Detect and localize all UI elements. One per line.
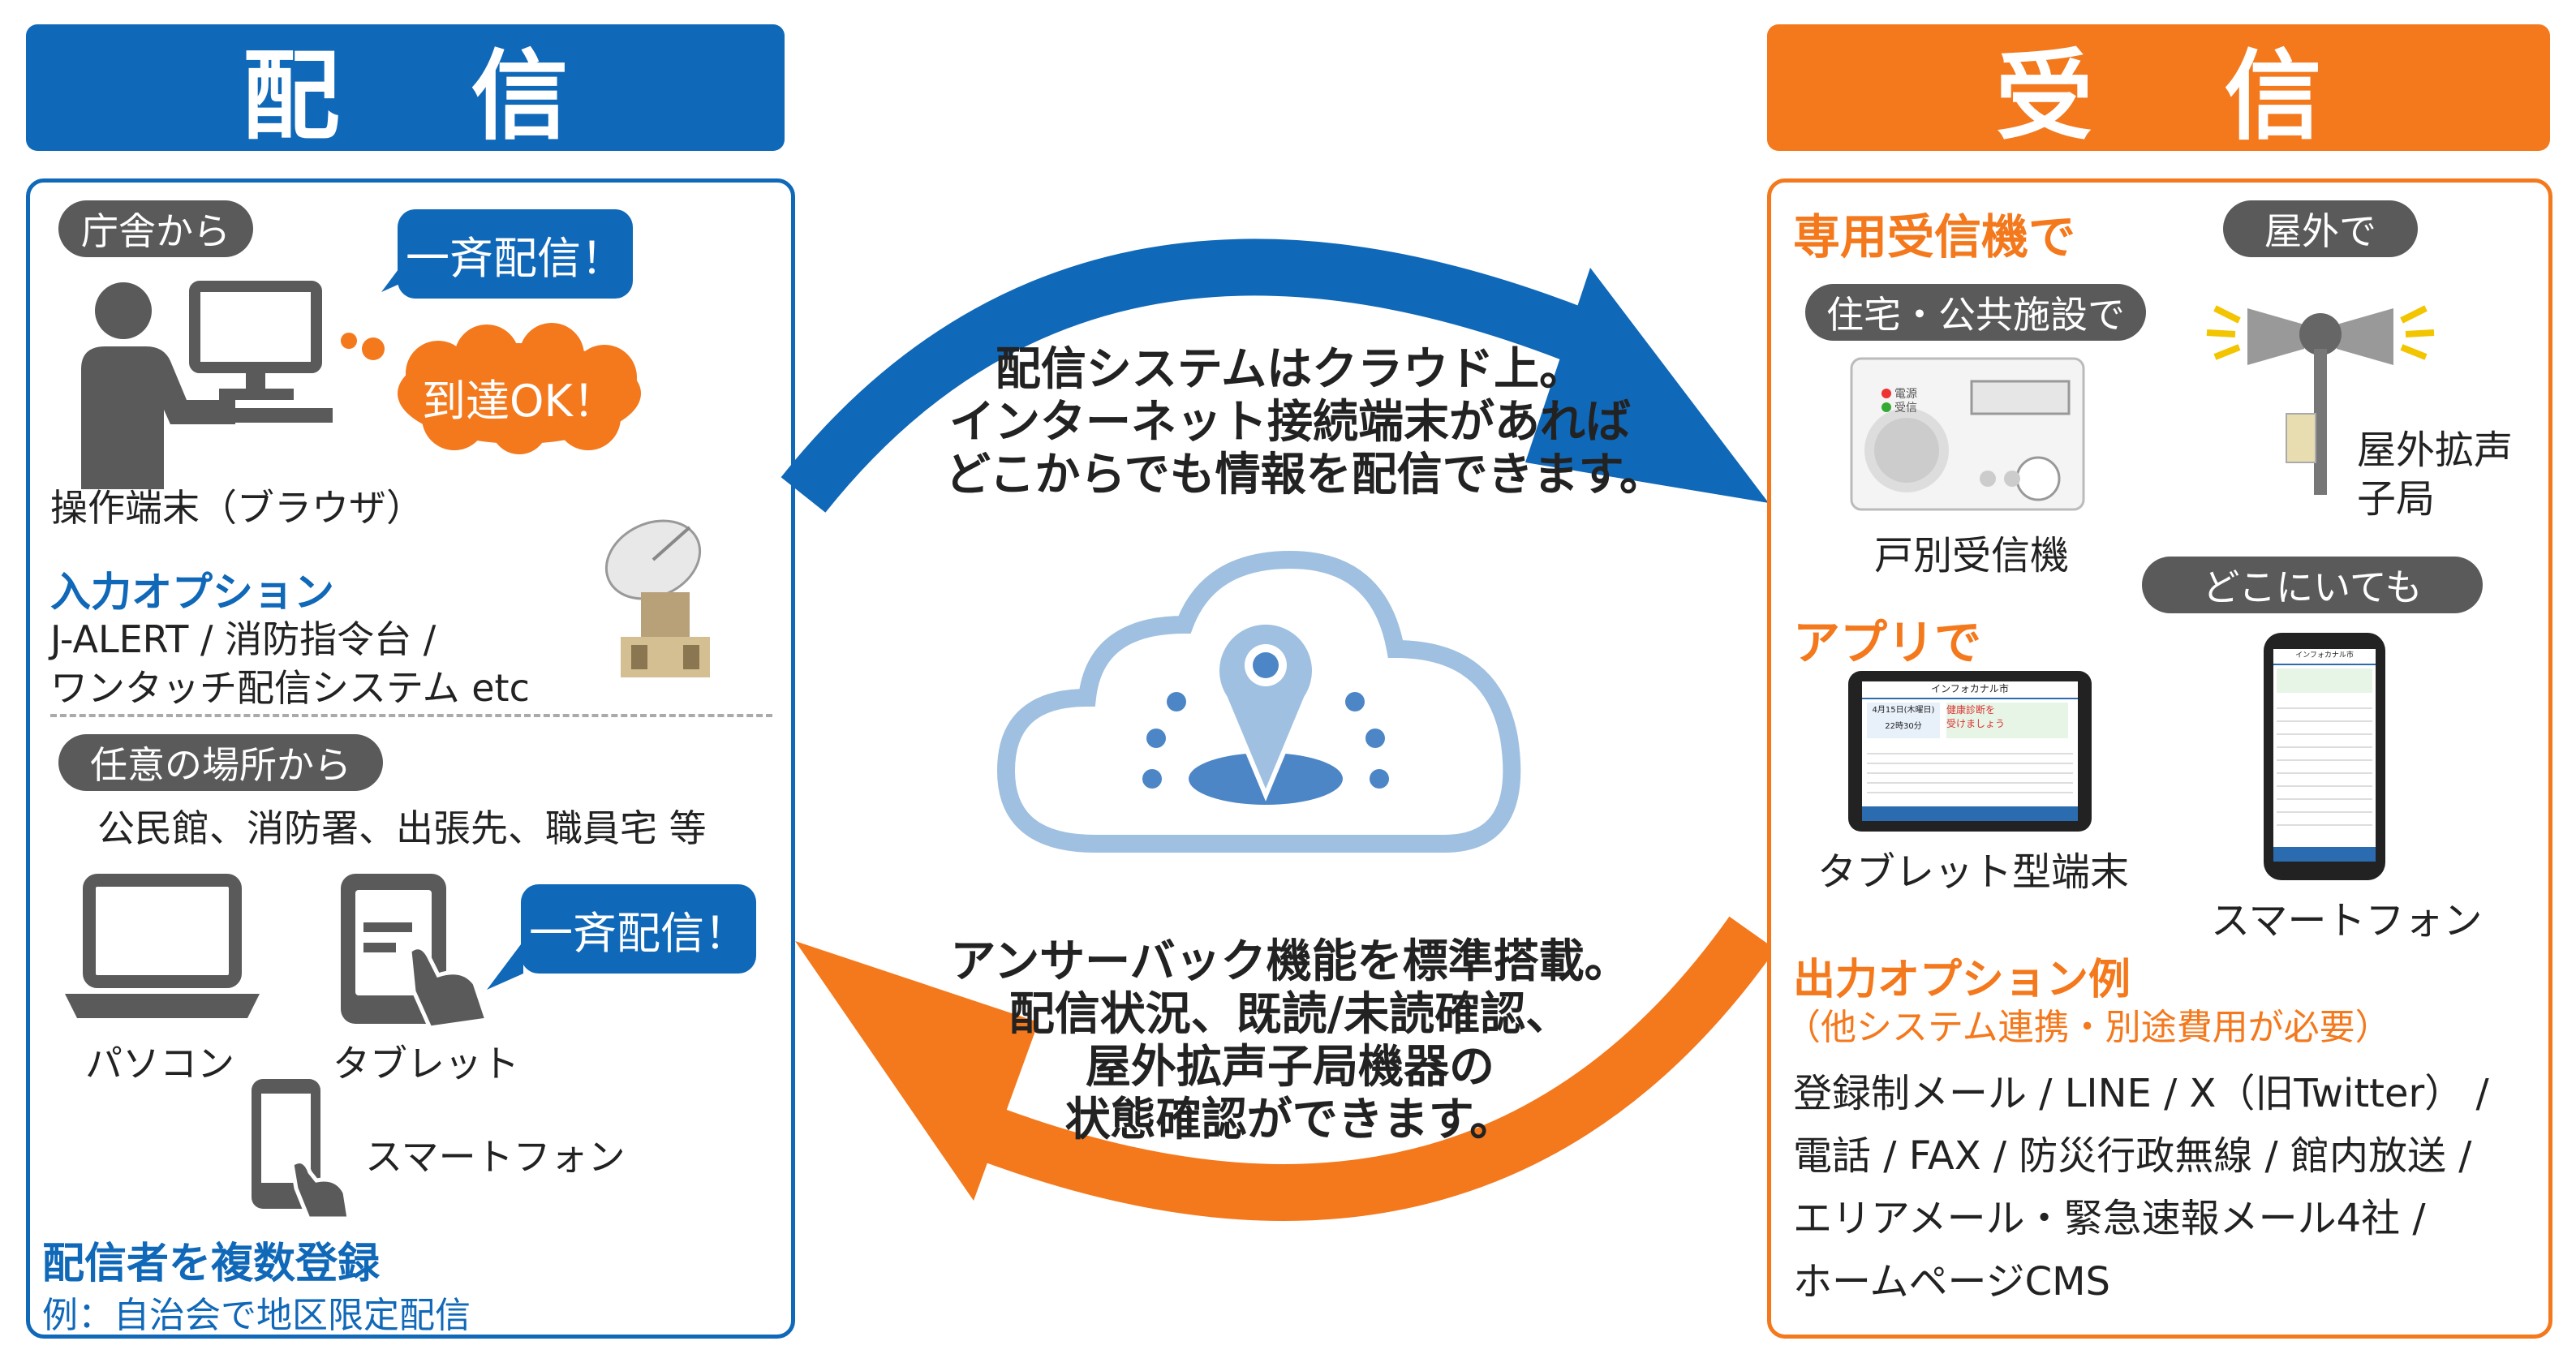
center-top-line1: 配信システムはクラウド上。 bbox=[995, 343, 1585, 396]
send-header-text: 配 信 bbox=[242, 41, 617, 153]
app-tablet-header: インフォカナル市 bbox=[1862, 681, 2078, 699]
app-phone-label: スマートフォン bbox=[2211, 898, 2483, 944]
app-tablet-footer bbox=[1862, 806, 2078, 821]
thought-dots bbox=[341, 333, 385, 360]
output-line2: 電話 / FAX / 防災行政無線 / 館内放送 / bbox=[1793, 1133, 2472, 1179]
app-phone-screen: インフォカナル市 bbox=[2273, 649, 2376, 862]
multi-register-sub: 例：自治会で地区限定配信 bbox=[42, 1295, 471, 1336]
center-top-line3: どこからでも情報を配信できます。 bbox=[945, 449, 1666, 501]
laptop-icon bbox=[65, 874, 260, 1018]
app-phone-list bbox=[2277, 696, 2372, 834]
smartphone-icon-left bbox=[252, 1079, 351, 1221]
output-title: 出力オプション例 bbox=[1793, 956, 2131, 1004]
send-header: 配 信 bbox=[26, 24, 785, 153]
output-line4: ホームページCMS bbox=[1793, 1259, 2110, 1305]
tablet-label-left: タブレット bbox=[333, 1042, 519, 1085]
app-title: アプリで bbox=[1793, 615, 1982, 670]
office-pill: 庁舎から bbox=[58, 200, 253, 257]
receiver-label: 戸別受信機 bbox=[1874, 533, 2070, 578]
app-tablet-screen: インフォカナル市 4月15日(木曜日) 22時30分 健康診断を 受けましょう bbox=[1862, 681, 2078, 821]
app-phone-footer bbox=[2273, 847, 2376, 862]
operator-icon bbox=[81, 281, 333, 489]
receiver-device-icon bbox=[1850, 357, 2085, 511]
top-arrow bbox=[781, 239, 1769, 513]
app-phone-header: インフォカナル市 bbox=[2273, 649, 2376, 665]
bubble-tail-send2 bbox=[487, 941, 523, 990]
app-tablet-notice-text: 健康診断を bbox=[1946, 704, 1996, 716]
outdoor-pill: 屋外で bbox=[2223, 200, 2418, 257]
bubble-send2: 一斉配信！ bbox=[521, 884, 756, 974]
center-bottom-line4: 状態確認ができます。 bbox=[1064, 1094, 1516, 1146]
outdoor-speaker-icon bbox=[2206, 305, 2435, 495]
receiver-power: 電源 bbox=[1894, 388, 1917, 401]
center-bottom-line3: 屋外拡声子局機器の bbox=[1086, 1041, 1494, 1094]
cloud-icon bbox=[996, 550, 1521, 853]
app-tablet-notice-text2: 受けましょう bbox=[1946, 718, 2006, 729]
bubble-send1: 一斉配信！ bbox=[398, 209, 633, 299]
receiver-recv: 受信 bbox=[1894, 402, 1917, 415]
bubble-ok-text: 到達OK！ bbox=[422, 376, 617, 427]
dedicated-title: 専用受信機で bbox=[1793, 209, 2076, 264]
receive-header: 受 信 bbox=[1767, 24, 2550, 153]
bottom-arrow bbox=[795, 916, 1776, 1221]
bubble-ok-cloud bbox=[398, 323, 641, 454]
app-tablet-time: 22時30分 bbox=[1885, 722, 1922, 731]
tablet-icon bbox=[341, 874, 490, 1030]
satellite-dish-icon bbox=[604, 519, 710, 677]
anywhere-pill-right: どこにいても bbox=[2142, 557, 2483, 613]
left-divider bbox=[50, 714, 772, 717]
anywhere-pill-left: 任意の場所から bbox=[58, 734, 383, 791]
app-tablet-date-box: 4月15日(木曜日) 22時30分 bbox=[1867, 703, 1940, 738]
input-option-line2: ワンタッチ配信システム etc bbox=[50, 666, 530, 710]
app-tablet-list bbox=[1867, 745, 2073, 802]
pc-label: パソコン bbox=[85, 1042, 234, 1085]
home-pill: 住宅・公共施設で bbox=[1805, 284, 2146, 341]
app-tablet-notice: 健康診断を 受けましょう bbox=[1946, 703, 2068, 738]
app-phone-notice bbox=[2277, 668, 2372, 693]
output-sub: （他システム連携・別途費用が必要） bbox=[1785, 1007, 2391, 1048]
input-option-line1: J-ALERT / 消防指令台 / bbox=[50, 617, 437, 661]
app-tablet-label: タブレット型端末 bbox=[1817, 849, 2130, 895]
center-bottom-line2: 配信状況、既読/未読確認、 bbox=[1008, 988, 1572, 1041]
operator-label: 操作端末（ブラウザ） bbox=[50, 486, 424, 530]
output-line1: 登録制メール / LINE / X（旧Twitter） / bbox=[1793, 1071, 2489, 1116]
speaker-label1: 屋外拡声 bbox=[2357, 428, 2514, 473]
multi-register-title: 配信者を複数登録 bbox=[42, 1240, 381, 1288]
center-top-line2: インターネット接続端末があれば bbox=[949, 396, 1631, 449]
phone-label-left: スマートフォン bbox=[365, 1135, 626, 1179]
speaker-label2: 子局 bbox=[2357, 476, 2436, 522]
places-text: 公民館、消防署、出張先、職員宅 等 bbox=[97, 806, 707, 850]
input-option-title: 入力オプション bbox=[50, 569, 334, 616]
receive-header-text: 受 信 bbox=[1995, 41, 2371, 153]
output-line3: エリアメール・緊急速報メール4社 / bbox=[1793, 1196, 2426, 1241]
center-bottom-line1: アンサーバック機能を標準搭載。 bbox=[950, 935, 1630, 988]
app-tablet-date: 4月15日(木曜日) bbox=[1872, 706, 1935, 715]
